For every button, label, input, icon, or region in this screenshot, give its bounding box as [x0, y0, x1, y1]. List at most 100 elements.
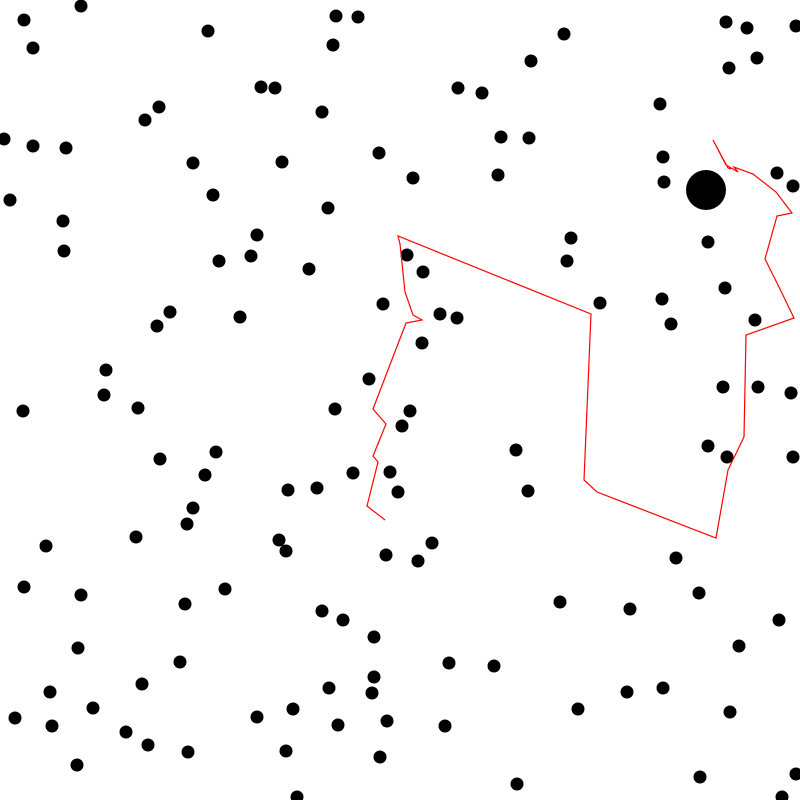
obstacle-dot	[71, 641, 85, 655]
obstacle-dot	[522, 131, 536, 145]
obstacle-dot	[391, 485, 405, 499]
obstacle-dot	[138, 113, 152, 127]
obstacle-dot	[302, 262, 316, 276]
obstacle-dot	[524, 54, 538, 68]
obstacle-dot	[789, 19, 800, 33]
obstacle-dot	[351, 10, 365, 24]
obstacle-dot	[669, 551, 683, 565]
obstacle-dot	[186, 156, 200, 170]
obstacle-dot	[719, 15, 733, 29]
obstacle-dot	[411, 554, 425, 568]
obstacle-dot	[326, 38, 340, 52]
obstacle-dot	[254, 80, 268, 94]
obstacle-dot	[16, 404, 30, 418]
obstacle-dot	[268, 81, 282, 95]
obstacle-dot	[692, 586, 706, 600]
obstacle-dot	[56, 214, 70, 228]
obstacle-dot	[321, 201, 335, 215]
obstacle-dot	[244, 249, 258, 263]
obstacle-dot	[718, 281, 732, 295]
obstacle-dot	[475, 86, 489, 100]
obstacle-dot	[383, 465, 397, 479]
obstacle-dot	[365, 686, 379, 700]
obstacle-dot	[26, 139, 40, 153]
obstacle-dot	[656, 150, 670, 164]
obstacle-dot	[509, 443, 523, 457]
obstacle-dot	[17, 580, 31, 594]
obstacle-dot	[129, 530, 143, 544]
obstacle-dot	[620, 685, 634, 699]
obstacle-dot	[786, 179, 800, 193]
obstacle-dot	[212, 254, 226, 268]
obstacle-dot	[732, 639, 746, 653]
obstacle-dot	[180, 517, 194, 531]
obstacle-dot	[380, 714, 394, 728]
obstacle-dot	[701, 439, 715, 453]
obstacle-dot	[218, 582, 232, 596]
obstacle-dot	[723, 705, 737, 719]
obstacle-dot	[152, 100, 166, 114]
obstacle-dot	[362, 372, 376, 386]
obstacle-dot	[770, 166, 784, 180]
obstacle-dot	[3, 193, 17, 207]
obstacle-dot	[491, 168, 505, 182]
obstacle-dot	[438, 719, 452, 733]
obstacle-dot	[57, 244, 71, 258]
obstacle-dot	[751, 380, 765, 394]
obstacle-dot	[656, 681, 670, 695]
obstacle-dot	[373, 750, 387, 764]
obstacle-dot	[722, 61, 736, 75]
obstacle-dot	[310, 481, 324, 495]
obstacle-dot	[209, 445, 223, 459]
obstacle-dot	[425, 536, 439, 550]
obstacle-dot	[131, 401, 145, 415]
obstacle-dot	[97, 388, 111, 402]
obstacle-dot	[74, 588, 88, 602]
obstacle-dot	[494, 130, 508, 144]
obstacle-dot	[521, 484, 535, 498]
obstacle-dot	[70, 758, 84, 772]
obstacle-dot	[315, 604, 329, 618]
obstacle-dot	[415, 336, 429, 350]
obstacle-dot	[740, 21, 754, 35]
obstacle-dot	[279, 544, 293, 558]
obstacle-dot	[250, 228, 264, 242]
obstacle-dot	[416, 265, 430, 279]
obstacle-dot	[281, 483, 295, 497]
obstacle-dot	[153, 452, 167, 466]
obstacle-dot	[657, 175, 671, 189]
obstacle-dot	[173, 655, 187, 669]
obstacle-dot	[8, 711, 22, 725]
obstacle-dot	[775, 790, 789, 800]
obstacle-dot	[26, 41, 40, 55]
obstacle-dot	[372, 146, 386, 160]
obstacle-dot	[286, 702, 300, 716]
obstacle-dot	[750, 51, 764, 65]
obstacle-dot	[275, 155, 289, 169]
obstacle-dot	[198, 468, 212, 482]
obstacle-dot	[748, 313, 762, 327]
obstacle-dot	[201, 24, 215, 38]
obstacle-dot	[186, 501, 200, 515]
obstacle-dot	[451, 81, 465, 95]
obstacle-dot	[17, 13, 31, 27]
movement-trail	[366, 139, 795, 539]
obstacle-dot	[181, 745, 195, 759]
obstacle-dot	[395, 419, 409, 433]
obstacle-dot	[331, 718, 345, 732]
obstacle-dot	[315, 105, 329, 119]
obstacle-dot	[141, 738, 155, 752]
obstacle-dot	[487, 659, 501, 673]
obstacle-dot	[564, 231, 578, 245]
obstacle-dot	[59, 141, 73, 155]
obstacle-dot	[510, 777, 524, 791]
obstacle-dot	[664, 317, 678, 331]
obstacle-dot	[329, 9, 343, 23]
obstacle-dot	[290, 790, 304, 800]
obstacle-dot	[74, 0, 88, 13]
obstacle-dot	[716, 380, 730, 394]
obstacle-dot	[0, 132, 11, 146]
